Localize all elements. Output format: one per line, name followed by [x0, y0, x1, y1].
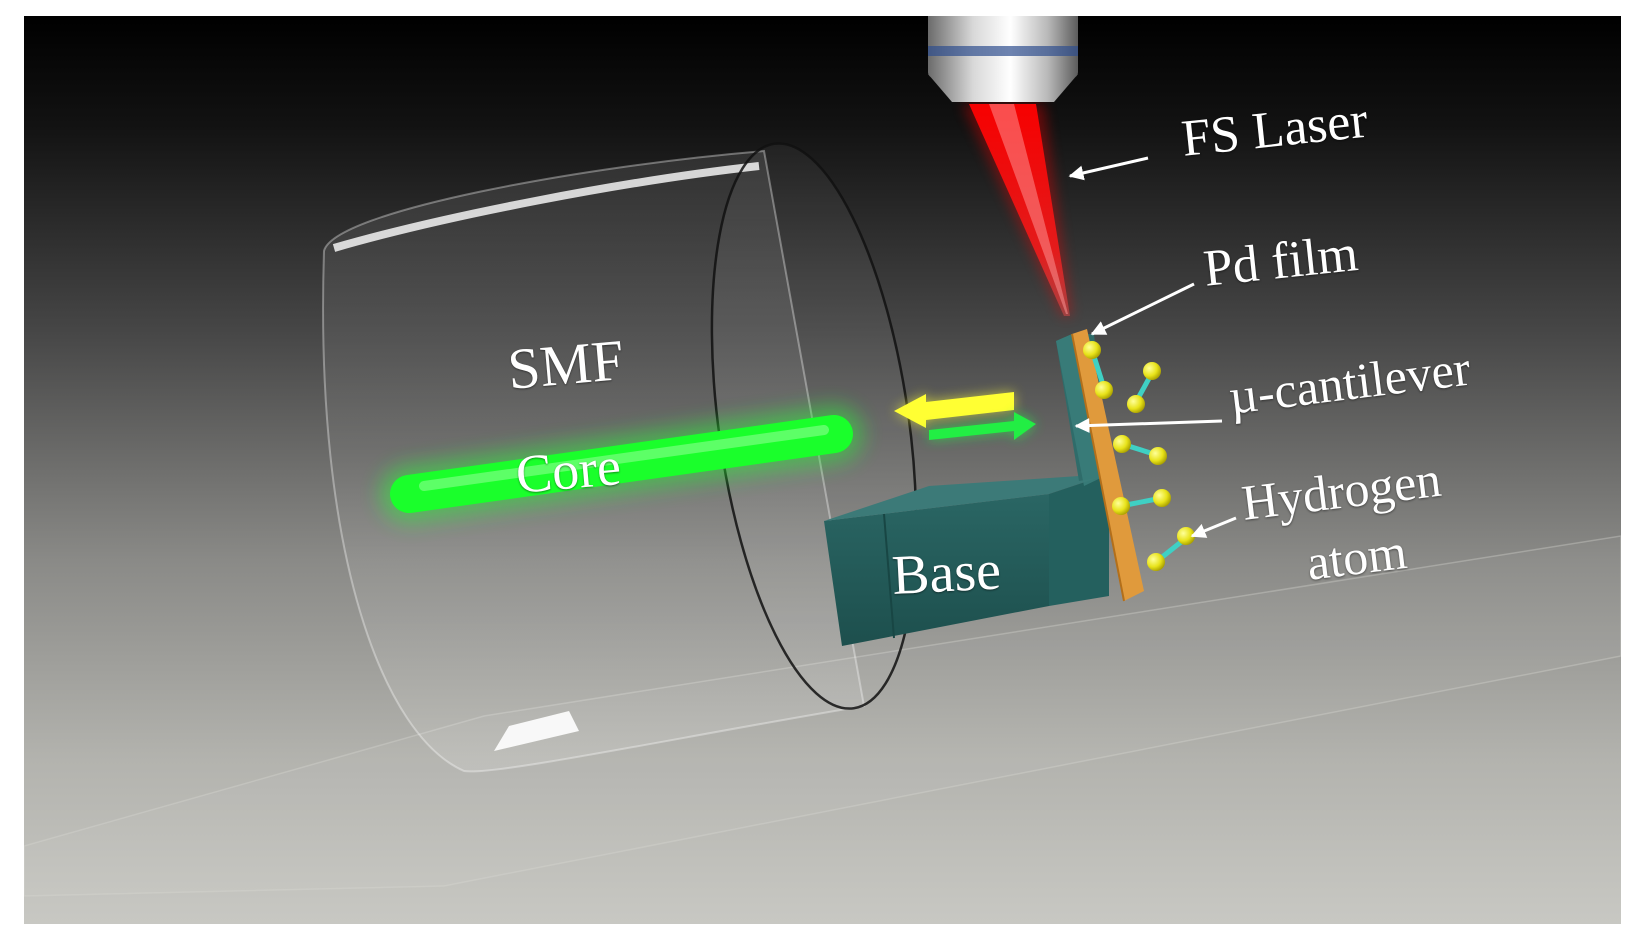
hydrogen-atom-icon	[1127, 395, 1145, 413]
pd-film	[1071, 329, 1144, 602]
hydrogen-atom-icon	[1095, 381, 1113, 399]
hydrogen-atom-icon	[1143, 362, 1161, 380]
arrow-fs-laser	[1068, 156, 1149, 181]
hydrogen-atom-icon	[1177, 527, 1195, 545]
diagram-scene	[24, 16, 1621, 924]
label-smf: SMF	[505, 327, 627, 402]
fiber-core	[380, 405, 863, 523]
hydrogen-atom-icon	[1149, 447, 1167, 465]
hydrogen-atom-icon	[1153, 489, 1171, 507]
label-atom: atom	[1303, 523, 1410, 591]
hydrogen-atom-icon	[1112, 497, 1130, 515]
arrow-hydrogen-atom	[1190, 516, 1237, 538]
hydrogen-atom-icon	[1113, 435, 1131, 453]
sensor-diagram: FS Laser Pd film µ-cantilever Hydrogen a…	[24, 16, 1621, 924]
leader-arrows	[1068, 156, 1237, 538]
arrow-cantilever	[1074, 418, 1223, 434]
incident-light-arrow	[929, 412, 1036, 440]
label-core: Core	[513, 435, 624, 505]
background	[24, 16, 1621, 924]
label-base: Base	[890, 539, 1003, 607]
objective-lens-icon	[928, 16, 1078, 102]
reflected-light-arrow	[894, 392, 1014, 428]
laser-beam	[962, 104, 1072, 316]
hydrogen-atoms	[1083, 341, 1195, 571]
hydrogen-atom-icon	[1083, 341, 1101, 359]
arrow-pd-film	[1090, 282, 1195, 336]
hydrogen-atom-icon	[1147, 553, 1165, 571]
base-block	[824, 474, 1109, 646]
